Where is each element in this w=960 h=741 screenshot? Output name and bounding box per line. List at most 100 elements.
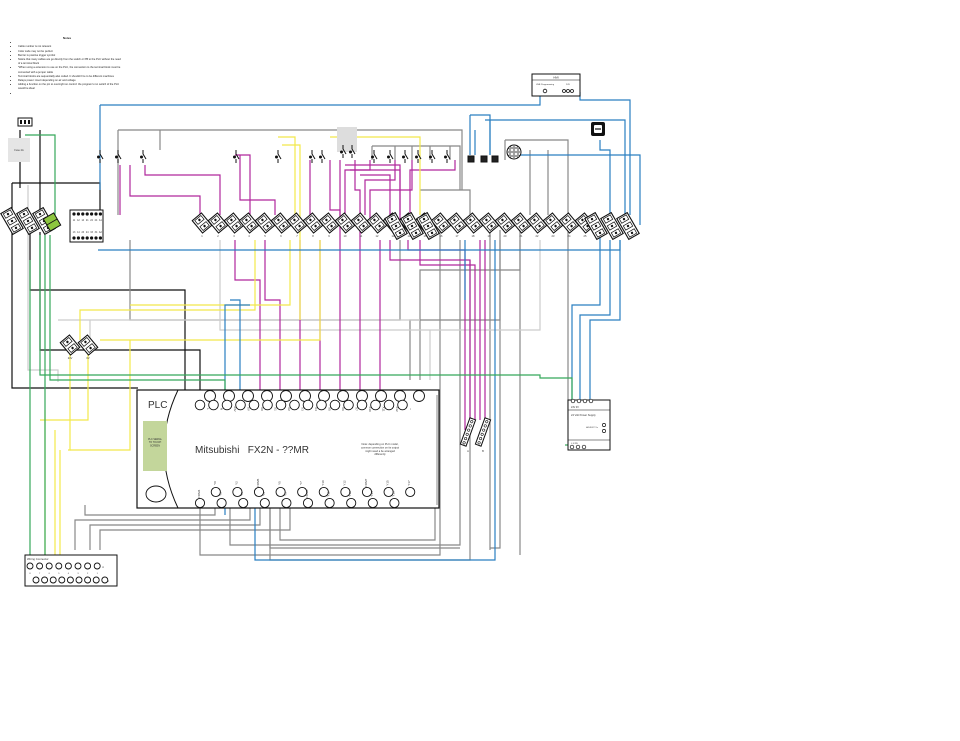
switch-contact-icon <box>415 150 422 163</box>
plc-output-terminal[interactable] <box>318 486 329 498</box>
adjust-knob[interactable] <box>602 423 606 427</box>
terminal-block-label: 16 <box>440 234 443 238</box>
adjust-knob[interactable] <box>602 429 606 433</box>
relay-pin-label: 14 <box>81 219 84 222</box>
terminal-block <box>59 334 81 356</box>
plc-input-terminal[interactable] <box>242 390 254 402</box>
plc-output-terminal[interactable] <box>389 497 400 509</box>
plc-serial-port[interactable] <box>143 421 167 471</box>
plc-output-terminal[interactable] <box>216 497 227 509</box>
plc-input-terminal[interactable] <box>383 399 395 411</box>
connector-terminal[interactable] <box>92 576 100 584</box>
plc-input-terminal[interactable] <box>194 399 206 411</box>
connector-terminal[interactable] <box>64 562 72 570</box>
plc-output-terminal[interactable] <box>275 486 286 498</box>
plc-input-terminal[interactable] <box>329 399 341 411</box>
plc-output-terminal[interactable] <box>253 486 265 498</box>
connector-terminal[interactable] <box>32 576 40 584</box>
plc-output-terminal[interactable] <box>238 497 249 509</box>
connector-terminal-label: 1 <box>97 573 99 575</box>
relay-pin-label: 14 <box>77 231 80 234</box>
plc-input-terminal[interactable] <box>316 399 327 411</box>
power-supply-adjust-label: ADJUST V± <box>586 426 599 429</box>
plc-output-terminal[interactable] <box>361 486 373 498</box>
plc-output-terminal[interactable] <box>383 486 394 498</box>
wires <box>11 92 641 565</box>
plc-terminal-label: Y12 <box>342 480 346 486</box>
terminal-block-label: 21 <box>520 234 523 238</box>
plc-output-terminal[interactable] <box>194 497 206 509</box>
plc-terminal-label: Y14 <box>370 491 374 497</box>
terminal-block <box>16 206 40 236</box>
relay-pin <box>98 236 102 240</box>
plc-input-terminal[interactable] <box>370 399 381 411</box>
plc-input-terminal[interactable] <box>394 390 406 402</box>
connector-terminal[interactable] <box>74 562 82 570</box>
connector-terminal[interactable] <box>49 576 57 584</box>
hmi-usb-port[interactable] <box>542 88 548 94</box>
connector-terminal[interactable] <box>26 562 34 570</box>
terminal-block-label: 13 <box>392 234 395 238</box>
terminal-block <box>207 212 229 234</box>
hmi-pin <box>566 89 570 93</box>
switch-contact-icon <box>309 150 316 163</box>
connector-terminal[interactable] <box>93 562 101 570</box>
connector-terminal[interactable] <box>84 562 92 570</box>
plc-terminal-label: Y1 <box>219 492 223 496</box>
plc-input-terminal[interactable] <box>289 399 300 411</box>
connector-terminal[interactable] <box>41 576 49 584</box>
plc-output-terminal[interactable] <box>367 497 378 509</box>
connector-terminal[interactable] <box>84 576 92 584</box>
plc-input-terminal[interactable] <box>275 399 287 411</box>
connector-terminal[interactable] <box>45 562 53 570</box>
connector-terminal[interactable] <box>75 576 83 584</box>
plc-input-terminal[interactable] <box>235 399 246 411</box>
plc-terminal-label: Y16 <box>391 491 395 497</box>
terminal-block-label: 7 <box>296 234 298 238</box>
note-item: Cable number is not relevant <box>18 45 122 49</box>
relay-pin-label: 13 <box>73 231 76 234</box>
connector-terminal[interactable] <box>36 562 44 570</box>
plc-output-terminal[interactable] <box>210 486 221 498</box>
plc-terminal-label: X3 <box>301 407 305 411</box>
plc-input-terminal[interactable] <box>221 399 233 411</box>
plc-input-terminal[interactable] <box>375 390 387 402</box>
connector-terminal[interactable] <box>101 576 109 584</box>
relay-pin-label: 23 <box>81 231 84 234</box>
connector-terminal[interactable] <box>58 576 66 584</box>
plc-input-terminal[interactable] <box>337 390 349 402</box>
plc-input-terminal[interactable] <box>280 390 292 402</box>
plc-output-terminal[interactable] <box>405 486 416 498</box>
plc-output-terminal[interactable] <box>346 497 357 509</box>
plc-input-terminal[interactable] <box>262 399 273 411</box>
plc-input-terminal[interactable] <box>397 399 408 411</box>
plc-input-terminal[interactable] <box>302 399 314 411</box>
plc-input-terminal[interactable] <box>343 399 354 411</box>
terminal-block <box>430 212 452 234</box>
plc-output-terminal[interactable] <box>259 497 270 509</box>
plc-output-terminal[interactable] <box>324 497 335 509</box>
green-terminal-block <box>42 212 62 232</box>
plc-input-terminal[interactable] <box>223 390 235 402</box>
plc-input-terminal[interactable] <box>248 399 260 411</box>
vertical-terminal-strip <box>459 417 477 447</box>
terminal-block <box>526 212 548 234</box>
plc-output-terminal[interactable] <box>297 486 308 498</box>
plc-output-terminal[interactable] <box>232 486 243 498</box>
connector-terminal-label: 7 <box>39 573 41 575</box>
relay-pin <box>85 212 89 216</box>
note-item: Color code may not be perfect <box>18 50 122 54</box>
plc-output-terminal[interactable] <box>340 486 351 498</box>
plc-input-terminal[interactable] <box>356 399 368 411</box>
plc-output-terminal[interactable] <box>302 497 314 509</box>
connector-terminal[interactable] <box>55 562 63 570</box>
plc-output-terminal[interactable] <box>281 497 292 509</box>
plc-input-terminal[interactable] <box>413 390 425 402</box>
connector-terminal[interactable] <box>66 576 74 584</box>
plc-terminal-label: COM6 <box>305 489 309 498</box>
plc-input-terminal[interactable] <box>318 390 330 402</box>
plc-terminal-label: X11 <box>382 406 386 411</box>
plc-input-terminal[interactable] <box>208 399 219 411</box>
terminal-block <box>462 212 484 234</box>
